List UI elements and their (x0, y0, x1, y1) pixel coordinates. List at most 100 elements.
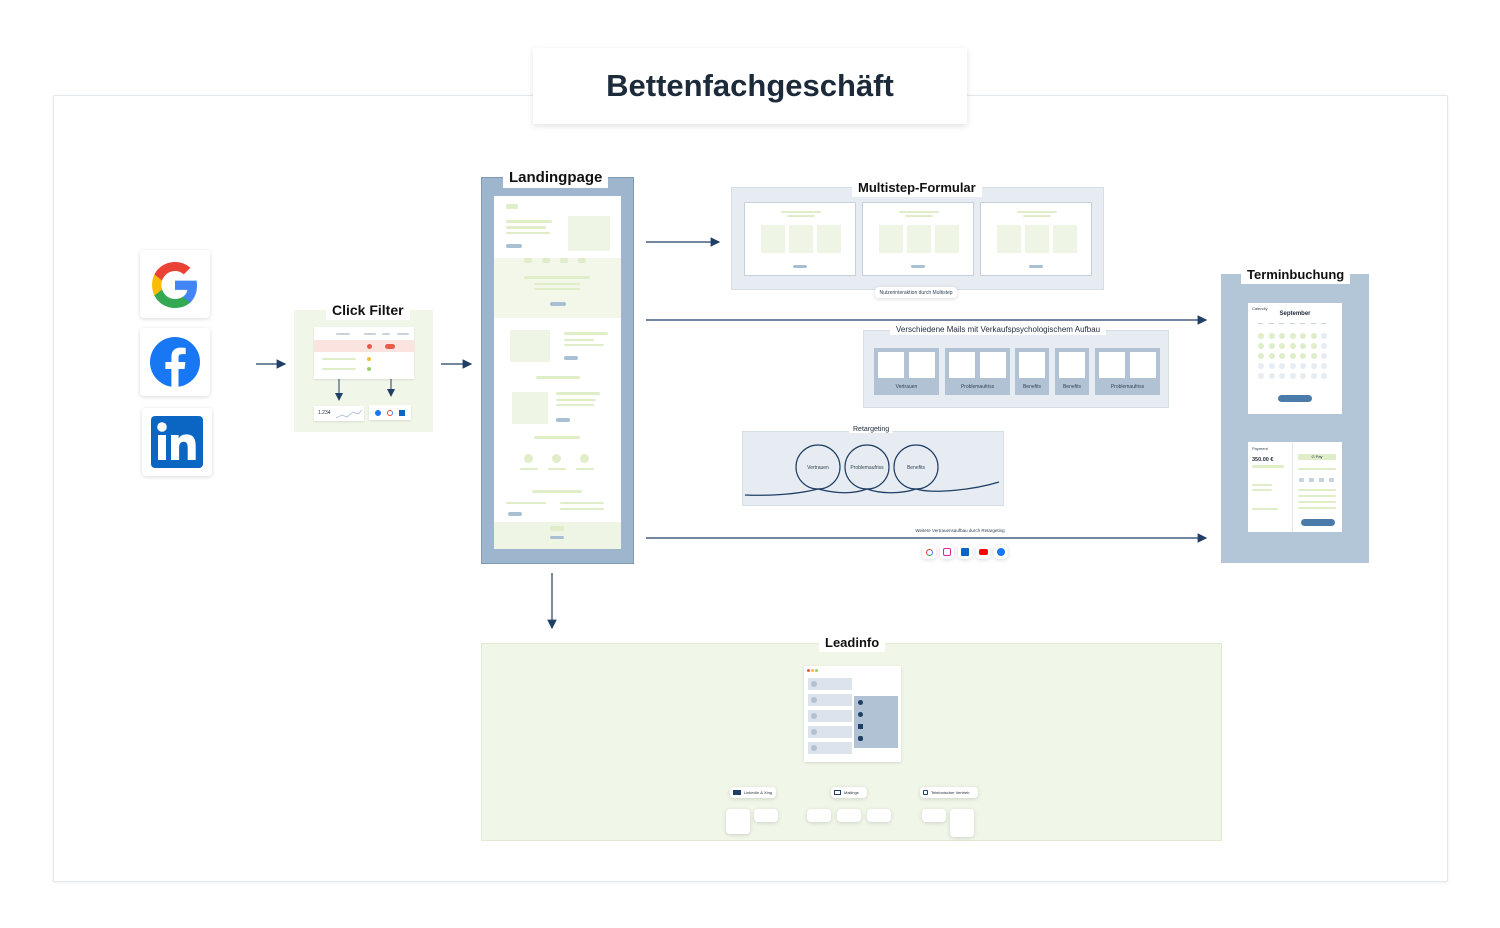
google-icon (152, 262, 197, 308)
calendar-month: September (1279, 311, 1311, 317)
calendar-day[interactable] (1289, 343, 1296, 349)
mail-group-5: Problemaufriss (1095, 348, 1160, 395)
calendar-day[interactable] (1279, 353, 1285, 359)
linkedin-icon (151, 416, 203, 468)
calendar-day[interactable] (1268, 353, 1275, 359)
channel-mailings: Mailings (831, 787, 867, 798)
channel-tile (726, 809, 750, 834)
mail-group-label: Vertrauen (895, 384, 918, 390)
multistep-panel (731, 187, 1104, 290)
channel-tile (807, 809, 831, 822)
calendar-day[interactable] (1300, 373, 1306, 379)
calendar-day[interactable] (1258, 343, 1264, 349)
loop-label: Problemaufriss (850, 465, 884, 471)
landingpage-mockup (494, 196, 621, 549)
youtube-icon (976, 545, 990, 559)
retargeting-panel: Vertrauen Problemaufriss Benefits (742, 431, 1004, 506)
calendar-day[interactable] (1258, 363, 1264, 369)
retargeting-loops (744, 444, 1000, 496)
facebook-icon (375, 409, 381, 416)
mails-title: Verschiedene Mails mit Verkaufspsycholog… (890, 324, 1107, 335)
calendar-day[interactable] (1321, 363, 1327, 369)
mail-group-4: Benefits (1055, 348, 1089, 395)
calendar-day[interactable] (1321, 333, 1327, 339)
form-step-2 (862, 202, 974, 276)
linkedin-icon (733, 790, 741, 795)
channel-tile (754, 809, 778, 822)
content-image (510, 330, 550, 362)
channel-label: LinkedIn & Xing (744, 790, 773, 795)
weekday-mark (1258, 323, 1263, 324)
terminbuchung-panel: Calendly September Payment 350.00 € G Pa… (1221, 274, 1369, 563)
calendar-day[interactable] (1289, 373, 1296, 379)
payment-label: Payment (1252, 446, 1268, 451)
calendar-day[interactable] (1300, 343, 1306, 349)
calendar-day[interactable] (1321, 343, 1327, 349)
retargeting-channels (922, 545, 1010, 559)
mail-group-label: Benefits (1022, 384, 1042, 390)
mail-icon (834, 790, 841, 795)
calendar-day[interactable] (1310, 333, 1317, 339)
google-icon (387, 409, 393, 416)
weekday-mark (1268, 323, 1274, 324)
pay-button[interactable] (1301, 519, 1335, 526)
loop-label: Vertrauen (807, 465, 829, 471)
calendar-day[interactable] (1310, 353, 1317, 359)
calendar-day[interactable] (1268, 373, 1275, 379)
leadinfo-app-window (804, 666, 901, 762)
click-stat-card: 1.234 (314, 406, 364, 421)
calendar-day[interactable] (1310, 363, 1317, 369)
calendar-day[interactable] (1321, 373, 1327, 379)
calendar-day[interactable] (1289, 363, 1296, 369)
weekday-mark (1310, 323, 1316, 324)
ad-network-card (369, 405, 411, 420)
linkedin-icon (958, 545, 972, 559)
content-image-2 (512, 392, 548, 424)
calendar-day[interactable] (1310, 343, 1317, 349)
calendar-day[interactable] (1258, 353, 1264, 359)
calendar-day[interactable] (1279, 333, 1285, 339)
weekday-mark (1300, 323, 1305, 324)
landingpage-title: Landingpage (503, 167, 609, 188)
weekday-mark (1279, 323, 1284, 324)
multistep-title: Multistep-Formular (852, 178, 982, 197)
channel-tile (950, 809, 974, 837)
calendar-day[interactable] (1279, 363, 1285, 369)
calendar-day[interactable] (1268, 363, 1275, 369)
payment-card: Payment 350.00 € G Pay (1248, 442, 1342, 532)
calendar-day[interactable] (1279, 343, 1285, 349)
mail-group-1: Vertrauen (874, 348, 939, 395)
calendar-card: Calendly September (1248, 303, 1342, 414)
form-step-1 (744, 202, 856, 276)
weekday-mark (1321, 323, 1326, 324)
calendar-day[interactable] (1258, 373, 1264, 379)
calendar-day[interactable] (1289, 333, 1296, 339)
channel-tile (922, 809, 946, 822)
linkedin-icon (858, 724, 863, 729)
instagram-icon (940, 545, 954, 559)
calendar-grid[interactable] (1258, 323, 1332, 383)
mails-panel: Vertrauen Problemaufriss Benefits Benefi… (863, 330, 1169, 408)
click-filter-panel: 1.234 (294, 310, 433, 432)
info-icon (858, 712, 863, 717)
calendar-day[interactable] (1310, 373, 1317, 379)
calendar-day[interactable] (1268, 343, 1275, 349)
calendar-day[interactable] (1268, 333, 1275, 339)
mail-group-label: Problemaufriss (960, 384, 995, 390)
calendar-day[interactable] (1300, 363, 1306, 369)
calendar-day[interactable] (1321, 353, 1327, 359)
mail-group-label: Problemaufriss (1110, 384, 1145, 390)
person-icon (858, 700, 863, 705)
gpay-button[interactable]: G Pay (1298, 454, 1336, 460)
calendar-day[interactable] (1289, 353, 1296, 359)
calendar-label: Calendly (1252, 306, 1268, 311)
calendar-day[interactable] (1300, 333, 1306, 339)
calendar-day[interactable] (1300, 353, 1306, 359)
calendar-day[interactable] (1279, 373, 1285, 379)
calendar-day[interactable] (1258, 333, 1264, 339)
book-button[interactable] (1278, 395, 1312, 402)
leadinfo-panel: LinkedIn & Xing Mailings Telefonischer V… (481, 643, 1222, 841)
diagram-title: Bettenfachgeschäft (533, 48, 967, 124)
channel-label: Telefonischer Vertrieb (931, 790, 970, 795)
google-card (140, 250, 210, 318)
